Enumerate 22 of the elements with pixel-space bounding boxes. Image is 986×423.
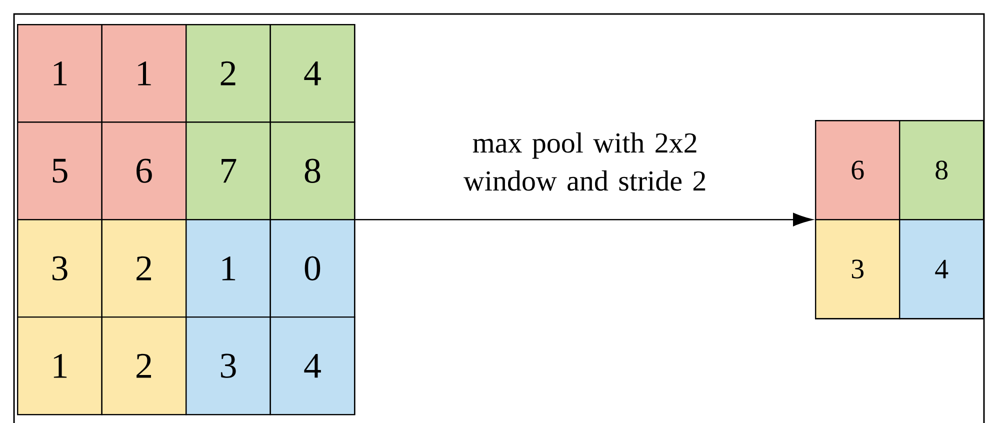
grid-cell: 5: [17, 122, 102, 220]
grid-cell: 2: [101, 219, 187, 318]
grid-cell: 6: [815, 120, 900, 220]
grid-cell: 6: [101, 122, 187, 220]
grid-cell: 1: [101, 24, 187, 123]
grid-cell: 1: [17, 24, 102, 123]
arrow: [355, 212, 813, 226]
grid-cell: 1: [17, 316, 102, 416]
grid-cell: 4: [899, 219, 984, 320]
grid-cell: 2: [101, 316, 187, 416]
grid-cell: 3: [815, 219, 900, 320]
grid-cell: 3: [17, 219, 102, 318]
grid-cell: 7: [186, 122, 271, 220]
grid-cell: 0: [270, 219, 356, 318]
edge-label: max pool with 2x2 window and stride 2: [464, 132, 706, 191]
grid-cell: 8: [270, 122, 356, 220]
grid-cell: 2: [186, 24, 271, 123]
grid-cell: 4: [270, 24, 356, 123]
grid-cell: 8: [899, 120, 984, 220]
grid-cell: 1: [186, 219, 271, 318]
grid-cell: 3: [186, 316, 271, 416]
grid-cell: 4: [270, 316, 356, 416]
